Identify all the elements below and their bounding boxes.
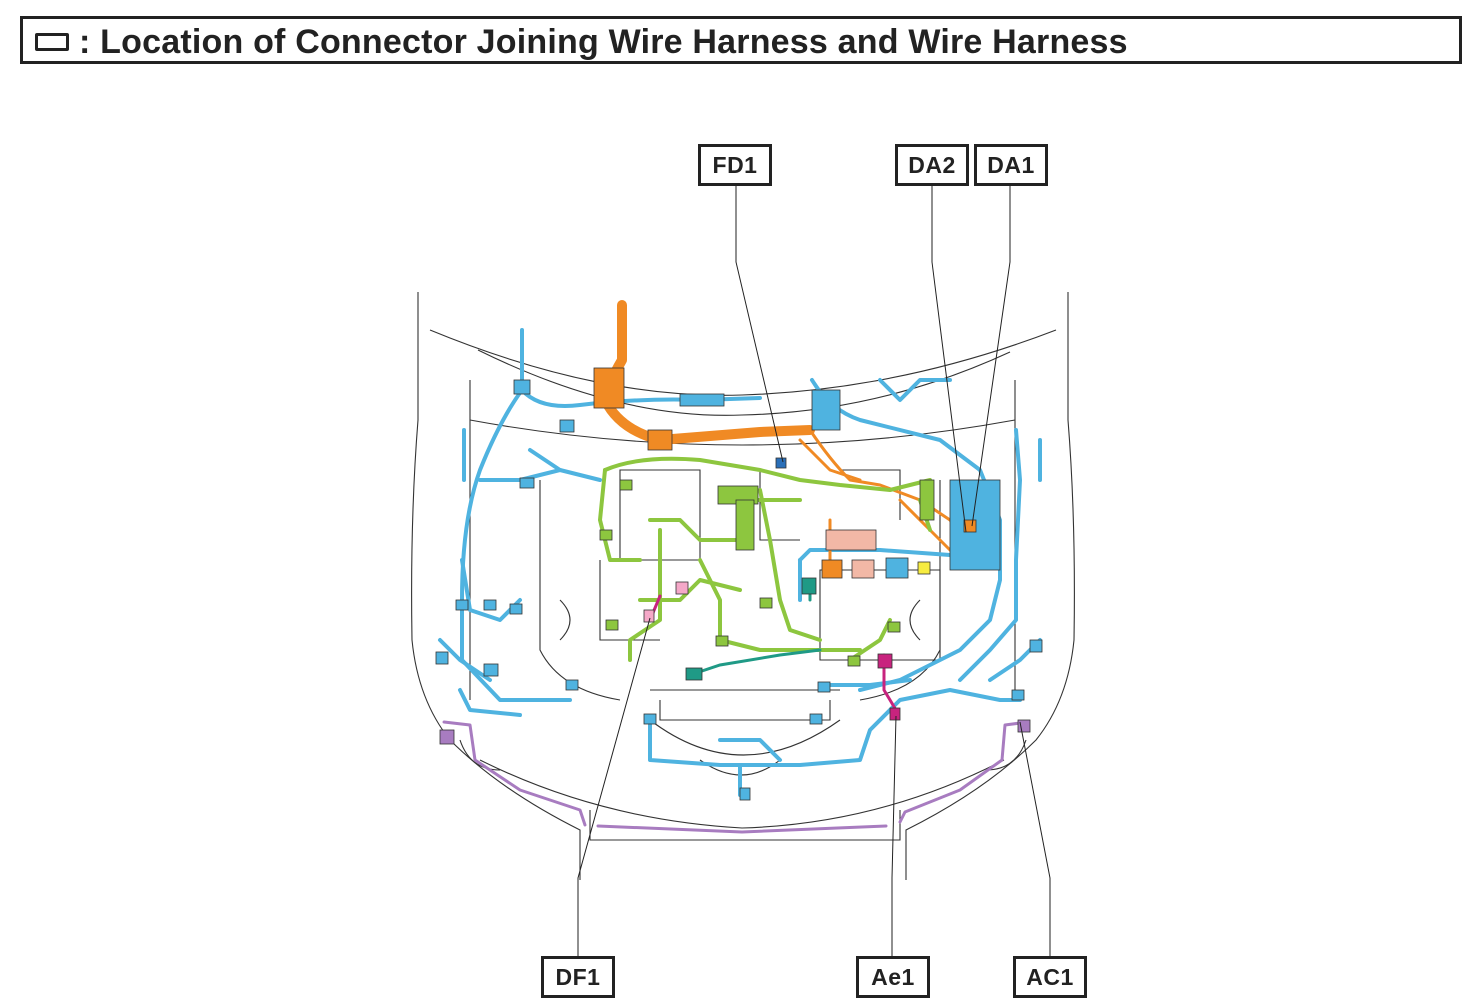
connector-block: [519, 477, 535, 489]
connector-block: [825, 529, 877, 551]
callout-da2: DA2: [895, 144, 969, 186]
connector-block: [847, 655, 861, 667]
leader-line-da2: [931, 184, 967, 533]
connector-block: [919, 479, 935, 521]
connector-block: [887, 621, 901, 633]
connector-block: [1017, 719, 1031, 733]
connector-block: [455, 599, 469, 611]
connector-blocks: [435, 367, 1043, 801]
connector-block: [811, 389, 841, 431]
purple-wire-harness: [442, 720, 1030, 834]
connector-block: [619, 479, 633, 491]
leader-line-ae1: [891, 715, 897, 958]
connector-block: [1011, 689, 1025, 701]
callout-fd1: FD1: [698, 144, 772, 186]
connector-block: [685, 667, 703, 681]
page-title: : Location of Connector Joining Wire Har…: [79, 23, 1128, 61]
connector-block: [817, 681, 831, 693]
connector-block: [739, 787, 751, 801]
connector-block: [801, 577, 817, 595]
connector-block: [889, 707, 901, 721]
connector-block: [715, 635, 729, 647]
legend-header: : Location of Connector Joining Wire Har…: [20, 16, 1462, 64]
connector-block: [435, 651, 449, 665]
connector-block: [775, 457, 787, 469]
connector-block: [643, 713, 657, 725]
leader-line-ac1: [1019, 721, 1051, 958]
connector-block: [605, 619, 619, 631]
connector-block: [963, 519, 977, 533]
leader-line-da1: [971, 184, 1011, 527]
connector-block: [559, 419, 575, 433]
connector-block: [483, 663, 499, 677]
connector-block: [735, 499, 755, 551]
callout-ae1: Ae1: [856, 956, 930, 998]
connector-block: [679, 393, 725, 407]
leader-lines: [577, 184, 1051, 958]
connector-block: [675, 581, 689, 595]
callout-df1: DF1: [541, 956, 615, 998]
connector-block: [821, 559, 843, 579]
connector-block: [593, 367, 625, 409]
connector-block: [877, 653, 893, 669]
connector-block: [483, 599, 497, 611]
connector-block: [565, 679, 579, 691]
connector-block: [513, 379, 531, 395]
connector-legend-icon: [35, 33, 69, 51]
connector-block: [851, 559, 875, 579]
connector-block: [599, 529, 613, 541]
connector-block: [759, 597, 773, 609]
leader-line-df1: [577, 617, 651, 958]
leader-line-fd1: [735, 184, 784, 463]
connector-block: [1029, 639, 1043, 653]
callout-da1: DA1: [974, 144, 1048, 186]
connector-block: [509, 603, 523, 615]
connector-block: [917, 561, 931, 575]
green-wire-harness: [598, 456, 932, 662]
connector-block: [439, 729, 455, 745]
callout-ac1: AC1: [1013, 956, 1087, 998]
connector-block: [809, 713, 823, 725]
connector-block: [885, 557, 909, 579]
connector-block: [647, 429, 673, 451]
